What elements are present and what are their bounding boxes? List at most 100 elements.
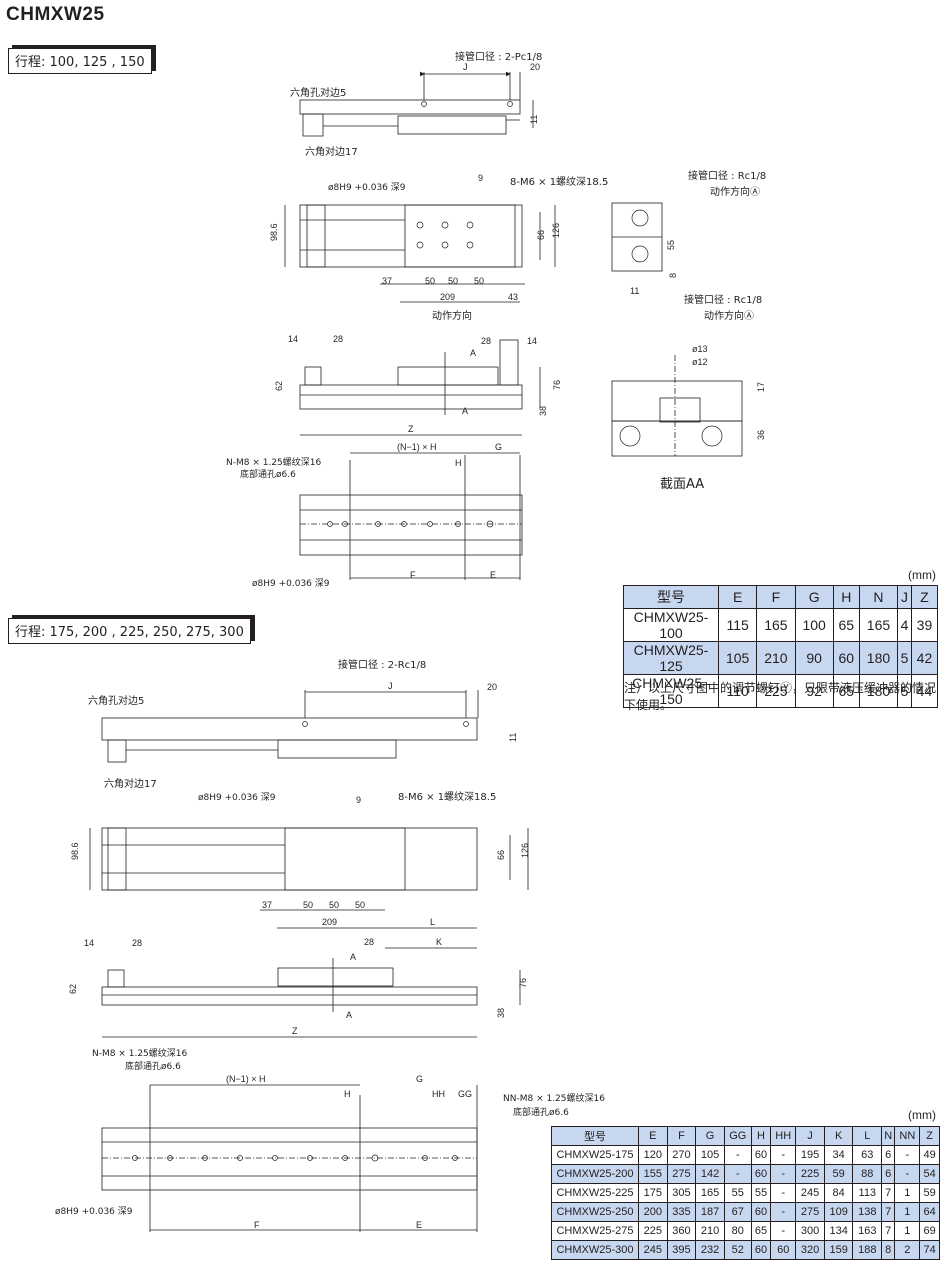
cell: 142 [695, 1164, 725, 1184]
cell: 5 [897, 641, 912, 675]
cell: - [770, 1164, 797, 1184]
cell: CHMXW25–150 [623, 674, 719, 708]
col-header: H [750, 1126, 772, 1146]
spec-table-1: 型号 E F G H N J Z CHMXW25-100 115 165 100… [623, 585, 939, 708]
label-hex-hole5: 六角孔对边5 [290, 88, 347, 99]
cell: - [723, 1145, 752, 1165]
cell: 245 [795, 1183, 825, 1203]
col-header: N [858, 585, 899, 609]
col-header: F [756, 585, 796, 609]
label-thread-m6-2: 8-M6 × 1螺纹深18.5 [398, 792, 497, 803]
cell: 225 [756, 674, 796, 708]
col-header: H [832, 585, 860, 609]
cell: 1 [894, 1202, 921, 1222]
col-header: J [897, 585, 912, 609]
col-header: 型号 [623, 585, 719, 609]
cell: - [770, 1183, 797, 1203]
cell: 42 [910, 641, 939, 675]
cell: 120 [638, 1145, 668, 1165]
cell: 109 [823, 1202, 854, 1222]
cell: 195 [795, 1145, 825, 1165]
cell: - [894, 1145, 921, 1165]
cell: 320 [795, 1240, 825, 1260]
stroke-label-2: 行程: 175, 200 , 225, 250, 275, 300 [8, 618, 251, 644]
col-header: E [638, 1126, 668, 1146]
label-pin-hole-2: ø8H9 +0.036 深9 [198, 793, 276, 803]
cell: 105 [695, 1145, 725, 1165]
cell: 44 [910, 674, 939, 708]
cell: 1 [894, 1221, 921, 1241]
cell: CHMXW25-200 [551, 1164, 639, 1184]
cell: 155 [638, 1164, 668, 1184]
cell: 210 [756, 641, 796, 675]
label-pin-hole: ø8H9 +0.036 深9 [328, 183, 406, 193]
label-bottom-hole: 底部通孔ø6.6 [240, 470, 296, 480]
cell: 305 [666, 1183, 697, 1203]
label-hex17-2: 六角对边17 [104, 779, 157, 790]
col-header: N [881, 1126, 896, 1146]
cell: 60 [832, 641, 860, 675]
label-n1h-2: (N−1) × H [226, 1074, 266, 1084]
cell: 60 [750, 1164, 772, 1184]
spec-table-2: 型号 E F G GG H HH J K L N NN Z CHMXW25-17… [551, 1126, 940, 1260]
col-header: Z [919, 1126, 940, 1146]
unit-label-2: (mm) [908, 1108, 936, 1122]
cell: CHMXW25-275 [551, 1221, 639, 1241]
label-thread-m6: 8-M6 × 1螺纹深18.5 [510, 177, 609, 188]
cell: 92 [794, 674, 834, 708]
cell: 60 [770, 1240, 797, 1260]
cell: 67 [723, 1202, 752, 1222]
cell: 55 [723, 1183, 752, 1203]
cell: 34 [823, 1145, 854, 1165]
cell: 59 [919, 1183, 940, 1203]
col-header: J [795, 1126, 825, 1146]
cell: 300 [795, 1221, 825, 1241]
label-move-dir-a-bottom: 动作方向Ⓐ [704, 311, 754, 322]
cell: 88 [852, 1164, 883, 1184]
cell: 159 [823, 1240, 854, 1260]
label-move-dir-a-top: 动作方向Ⓐ [710, 187, 760, 198]
col-header: Z [910, 585, 939, 609]
cell: 270 [666, 1145, 697, 1165]
section-aa-caption: 截面AA [660, 477, 705, 492]
label-n-m8-2: N-M8 × 1.25螺纹深16 [92, 1049, 188, 1059]
label-pin-hole-3: ø8H9 +0.036 深9 [55, 1207, 133, 1217]
table-row: CHMXW25–150 110 225 92 65 180 5 44 [623, 674, 939, 708]
cell: 163 [852, 1221, 883, 1241]
cell: 232 [695, 1240, 725, 1260]
cell: 8 [881, 1240, 896, 1260]
label-bottom-hole-2: 底部通孔ø6.6 [125, 1062, 181, 1072]
table-header-row: 型号 E F G GG H HH J K L N NN Z [551, 1126, 940, 1146]
label-pin-hole-bottom: ø8H9 +0.036 深9 [252, 579, 330, 589]
cell: 60 [750, 1145, 772, 1165]
cell: 2 [894, 1240, 921, 1260]
col-header: F [666, 1126, 697, 1146]
col-header: GG [723, 1126, 752, 1146]
cell: - [770, 1145, 797, 1165]
cell: 180 [858, 641, 899, 675]
cell: 165 [756, 608, 796, 642]
cell: 60 [750, 1240, 772, 1260]
stroke-label-1: 行程: 100, 125 , 150 [8, 48, 152, 74]
col-header: G [794, 585, 834, 609]
cell: 165 [858, 608, 899, 642]
cell: CHMXW25-250 [551, 1202, 639, 1222]
cell: 395 [666, 1240, 697, 1260]
col-header: L [852, 1126, 883, 1146]
col-header: G [695, 1126, 725, 1146]
footnote: 注）以上尺寸图中的调节螺钉Ⓨ，只限带液压缓冲器的情况下使用。 [624, 681, 937, 712]
label-hex17: 六角对边17 [305, 147, 358, 158]
label-phi13: ø13 [692, 344, 708, 354]
label-nn-m8: NN-M8 × 1.25螺纹深16 [503, 1094, 605, 1104]
unit-label-1: (mm) [908, 568, 936, 582]
cell: 180 [858, 674, 899, 708]
label-n-m8: N-M8 × 1.25螺纹深16 [226, 458, 322, 468]
cell: 52 [723, 1240, 752, 1260]
cell: 65 [750, 1221, 772, 1241]
cell: 210 [695, 1221, 725, 1241]
cell: - [894, 1164, 921, 1184]
cell: CHMXW25-300 [551, 1240, 639, 1260]
